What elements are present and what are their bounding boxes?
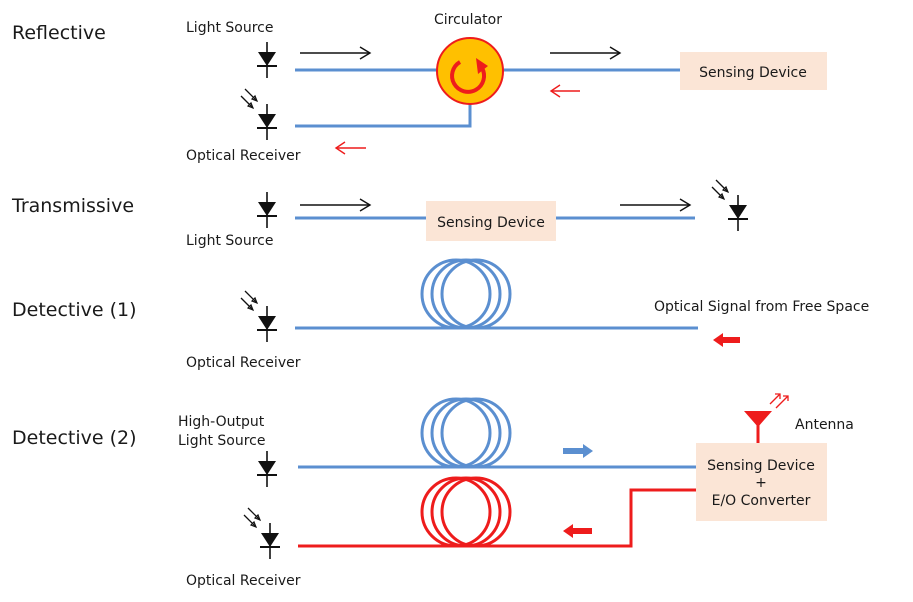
light-source-diode-icon [256,191,278,229]
light-source-label: Light Source [186,233,273,249]
forward-signal-arrow-icon [563,444,593,458]
sensing-device-label: Sensing Device [699,65,807,81]
antenna-label: Antenna [795,417,854,433]
optical-receiver-label: Optical Receiver [186,148,301,164]
return-signal-arrow-icon [563,524,592,538]
return-arrow-icon [334,141,366,155]
incoming-light-icon [240,88,258,109]
detective2-section: Detective (2) High-Output Light Source S… [12,393,854,589]
high-output-label: High-Output [178,414,265,430]
eo-converter-box [696,443,827,521]
incoming-signal-arrow-icon [713,333,740,347]
reflective-section: Reflective Light Source [12,12,827,164]
receiver-diode-icon [256,103,278,141]
antenna-icon [744,393,789,443]
incoming-light-icon [240,290,258,311]
receiver-diode-icon [256,305,278,343]
transmissive-section: Transmissive Light Source Sensing Device [11,179,749,249]
light-source-label: Light Source [186,20,273,36]
fiber-circulator-to-receiver [295,100,472,128]
section-title-reflective: Reflective [12,22,106,44]
eo-line1: Sensing Device [707,458,815,474]
eo-line3: E/O Converter [712,493,811,509]
forward-arrow-icon [620,198,692,212]
eo-line2: + [755,475,767,491]
section-title-transmissive: Transmissive [11,195,134,217]
sensing-device-box [680,52,827,90]
receiver-diode-icon [259,522,281,560]
incoming-light-icon [711,179,729,200]
fiber-coil-red-icon [420,476,512,548]
optical-receiver-label: Optical Receiver [186,573,301,589]
optical-signal-label: Optical Signal from Free Space [654,299,869,315]
circulator-icon [436,37,504,105]
return-arrow-icon [549,84,580,98]
light-source-diode-icon [256,41,278,79]
incoming-light-icon [243,507,261,528]
forward-arrow-icon [300,198,372,212]
sensing-device-box [426,201,556,241]
detective1-section: Detective (1) Optical Receiver Optical S… [12,258,869,371]
light-source-label: Light Source [178,433,265,449]
forward-arrow-icon [300,46,372,60]
circulator-label: Circulator [434,12,502,28]
forward-arrow-icon [550,46,622,60]
section-title-detective1: Detective (1) [12,299,137,321]
light-source-diode-icon [256,450,278,488]
receiver-diode-icon [727,194,749,232]
section-title-detective2: Detective (2) [12,427,137,449]
sensing-device-label: Sensing Device [437,215,545,231]
fiber-coil-blue-icon [420,397,512,469]
fiber-coil-icon [420,258,512,330]
optical-receiver-label: Optical Receiver [186,355,301,371]
